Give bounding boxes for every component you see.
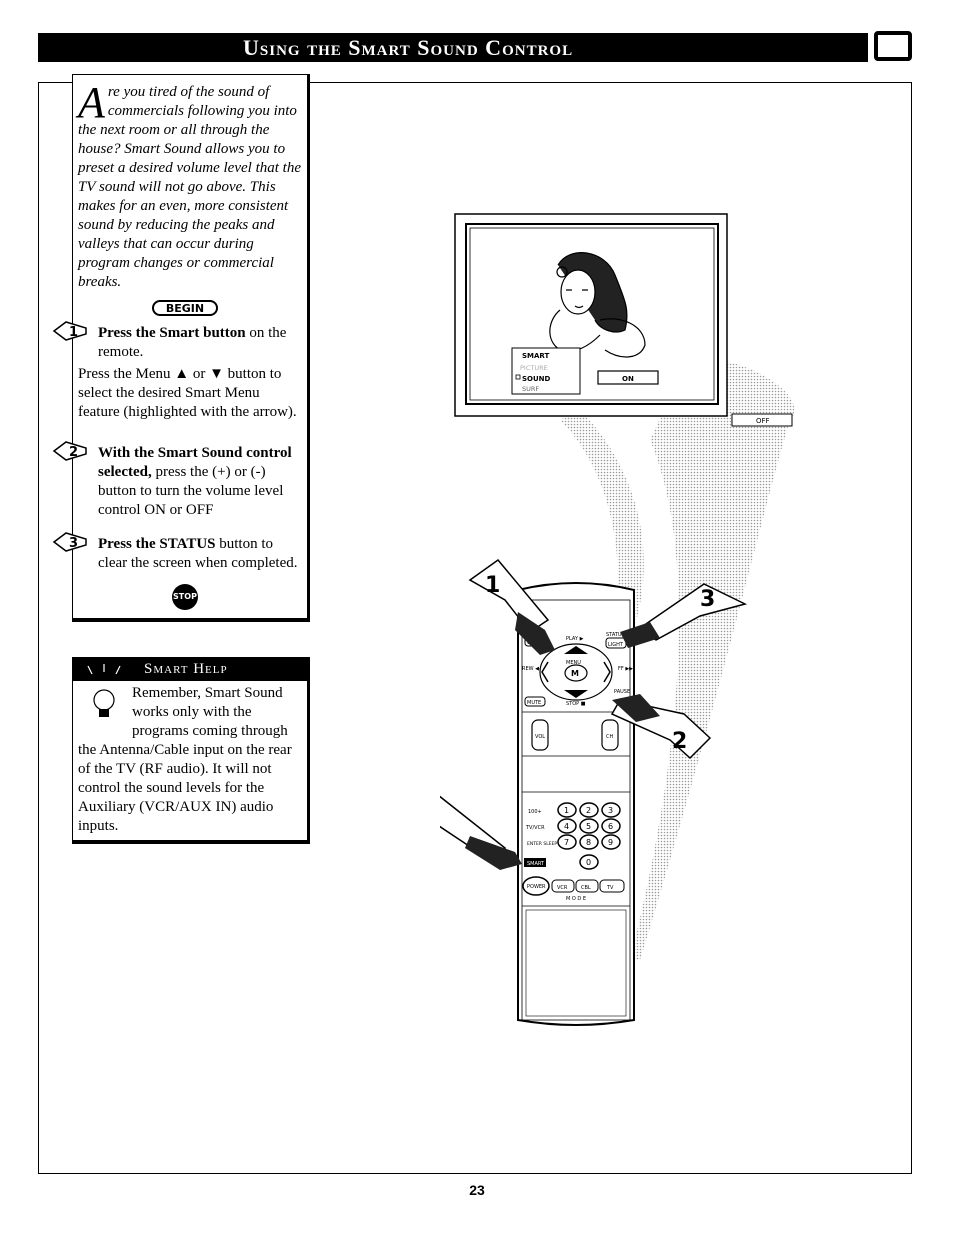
remote-digit-label: 6 bbox=[608, 822, 613, 831]
instructions-panel bbox=[72, 74, 310, 622]
step-1-bold: Press the Smart button bbox=[98, 325, 246, 341]
step-1-number: 1 bbox=[69, 325, 78, 340]
remote-smart-label: SMART bbox=[527, 861, 545, 867]
intro-dropcap: A bbox=[78, 78, 105, 127]
step-1: 1 Press the Smart button on the remote. … bbox=[52, 321, 304, 422]
remote-status-label: STATUS bbox=[606, 632, 625, 638]
tv-menu-item-picture: PICTURE bbox=[520, 364, 548, 372]
page-title: Using the Smart Sound Control bbox=[38, 33, 868, 62]
callout-1-top-arrow-icon: 1 bbox=[468, 558, 555, 655]
remote-mode-label: M O D E bbox=[566, 896, 586, 902]
remote-enter-label: ENTER SLEEP bbox=[527, 841, 557, 847]
callout-1-top-number: 1 bbox=[485, 573, 500, 598]
tv-value-off: OFF bbox=[756, 417, 770, 425]
remote-digit-label: 9 bbox=[608, 838, 613, 847]
step-3-arrow-icon: 3 bbox=[52, 532, 87, 552]
remote-digit-label: 4 bbox=[564, 822, 569, 831]
remote-digit-button bbox=[601, 818, 621, 834]
remote-digit-button bbox=[579, 802, 599, 818]
stop-sign-icon: STOP bbox=[172, 584, 198, 610]
smart-help-title: Smart Help bbox=[72, 657, 310, 681]
tv-menu-item-surf: SURF bbox=[522, 385, 539, 393]
tv-menu-title: SMART bbox=[522, 352, 550, 360]
step-3-text: button to clear the screen when complete… bbox=[98, 536, 298, 571]
remote-digit-label: 1 bbox=[564, 806, 569, 815]
remote-digit-label: 2 bbox=[586, 806, 591, 815]
intro-text: re you tired of the sound of commercials… bbox=[78, 84, 301, 290]
smart-help-text: Remember, Smart Sound works only with th… bbox=[78, 684, 304, 836]
remote-light-label: LIGHT bbox=[608, 642, 624, 648]
remote-stop-label: STOP ■ bbox=[566, 701, 586, 707]
remote-mute-label: MUTE bbox=[527, 700, 541, 706]
tv-menu-item-sound: SOUND bbox=[522, 375, 551, 383]
remote-digit-button bbox=[557, 818, 577, 834]
remote-digit-button bbox=[579, 818, 599, 834]
remote-digit-label: 7 bbox=[564, 838, 569, 847]
swoosh-shape bbox=[630, 355, 795, 960]
callout-1-bottom-arrow-icon: 1 bbox=[440, 795, 522, 870]
remote-vcr-label: VCR bbox=[557, 885, 568, 891]
step-2-text: press the (+) or (-) button to turn the … bbox=[98, 464, 284, 518]
remote-menu-label: MENU bbox=[566, 660, 581, 666]
remote-power-label: POWER bbox=[527, 884, 546, 890]
remote-ff-label: FF ▶▶ bbox=[618, 666, 633, 672]
remote-digit-label: 8 bbox=[586, 838, 591, 847]
remote-ch-label: CH bbox=[606, 734, 613, 740]
woman-illustration bbox=[549, 252, 646, 358]
remote-tv-label: TV bbox=[606, 885, 614, 891]
step-2-number: 2 bbox=[69, 445, 78, 460]
step-1-arrow-icon: 1 bbox=[52, 321, 87, 341]
remote-digit-button bbox=[579, 854, 599, 870]
step-2-arrow-icon: 2 bbox=[52, 441, 87, 461]
remote-digit-label: 3 bbox=[608, 806, 613, 815]
callout-3-number: 3 bbox=[700, 587, 715, 612]
remote-rew-label: REW ◀◀ bbox=[522, 666, 543, 672]
callout-3-arrow-icon: 3 bbox=[620, 583, 748, 648]
step-2-bold: With the Smart Sound control selected, bbox=[98, 445, 292, 480]
remote-control: CLEAR PLAY ▶ STATUS LIGHT REW ◀◀ FF ▶▶ M… bbox=[517, 582, 635, 1026]
remote-keypad: 1 2 3 4 5 6 7 8 9 0 bbox=[557, 802, 621, 870]
remote-m-label: M bbox=[571, 669, 579, 678]
lightbulb-icon bbox=[87, 664, 121, 717]
remote-digit-button bbox=[579, 834, 599, 850]
content-frame bbox=[38, 82, 912, 1174]
callout-2-number: 2 bbox=[672, 729, 687, 754]
step-2: 2 With the Smart Sound control selected,… bbox=[52, 441, 304, 520]
step-1-extra: Press the Menu ▲ or ▼ button to select t… bbox=[78, 366, 297, 420]
remote-digit-button bbox=[557, 834, 577, 850]
page-number: 23 bbox=[469, 1182, 485, 1198]
illustration: SMART PICTURE SOUND SURF ON OFF CLEAR PL… bbox=[440, 213, 795, 1026]
step-3: 3 Press the STATUS button to clear the s… bbox=[52, 532, 304, 573]
remote-digit-button bbox=[557, 802, 577, 818]
smart-help-body: Remember, Smart Sound works only with th… bbox=[78, 685, 292, 834]
remote-pause-label: PAUSE bbox=[614, 689, 630, 695]
step-3-number: 3 bbox=[69, 536, 78, 551]
remote-tvvcr-label: TV/VCR bbox=[525, 825, 545, 831]
callout-2-arrow-icon: 2 bbox=[610, 694, 712, 760]
remote-play-label: PLAY ▶ bbox=[566, 636, 584, 642]
begin-badge: BEGIN bbox=[152, 300, 218, 316]
remote-100-label: 100+ bbox=[528, 809, 542, 815]
tv-value-on: ON bbox=[622, 375, 634, 383]
remote-digit-button bbox=[601, 834, 621, 850]
remote-digit-button bbox=[601, 802, 621, 818]
remote-digit-label: 0 bbox=[586, 858, 591, 867]
step-3-bold: Press the STATUS bbox=[98, 536, 216, 552]
remote-digit-label: 5 bbox=[586, 822, 591, 831]
step-1-text: on the remote. bbox=[98, 325, 287, 360]
remote-vol-label: VOL bbox=[535, 734, 545, 740]
corner-tab-icon bbox=[874, 31, 912, 61]
selection-arrow-icon bbox=[515, 374, 521, 380]
swoosh-shape-inner bbox=[560, 410, 644, 640]
tv-screen: SMART PICTURE SOUND SURF ON bbox=[454, 213, 728, 417]
remote-cbl-label: CBL bbox=[581, 885, 591, 891]
